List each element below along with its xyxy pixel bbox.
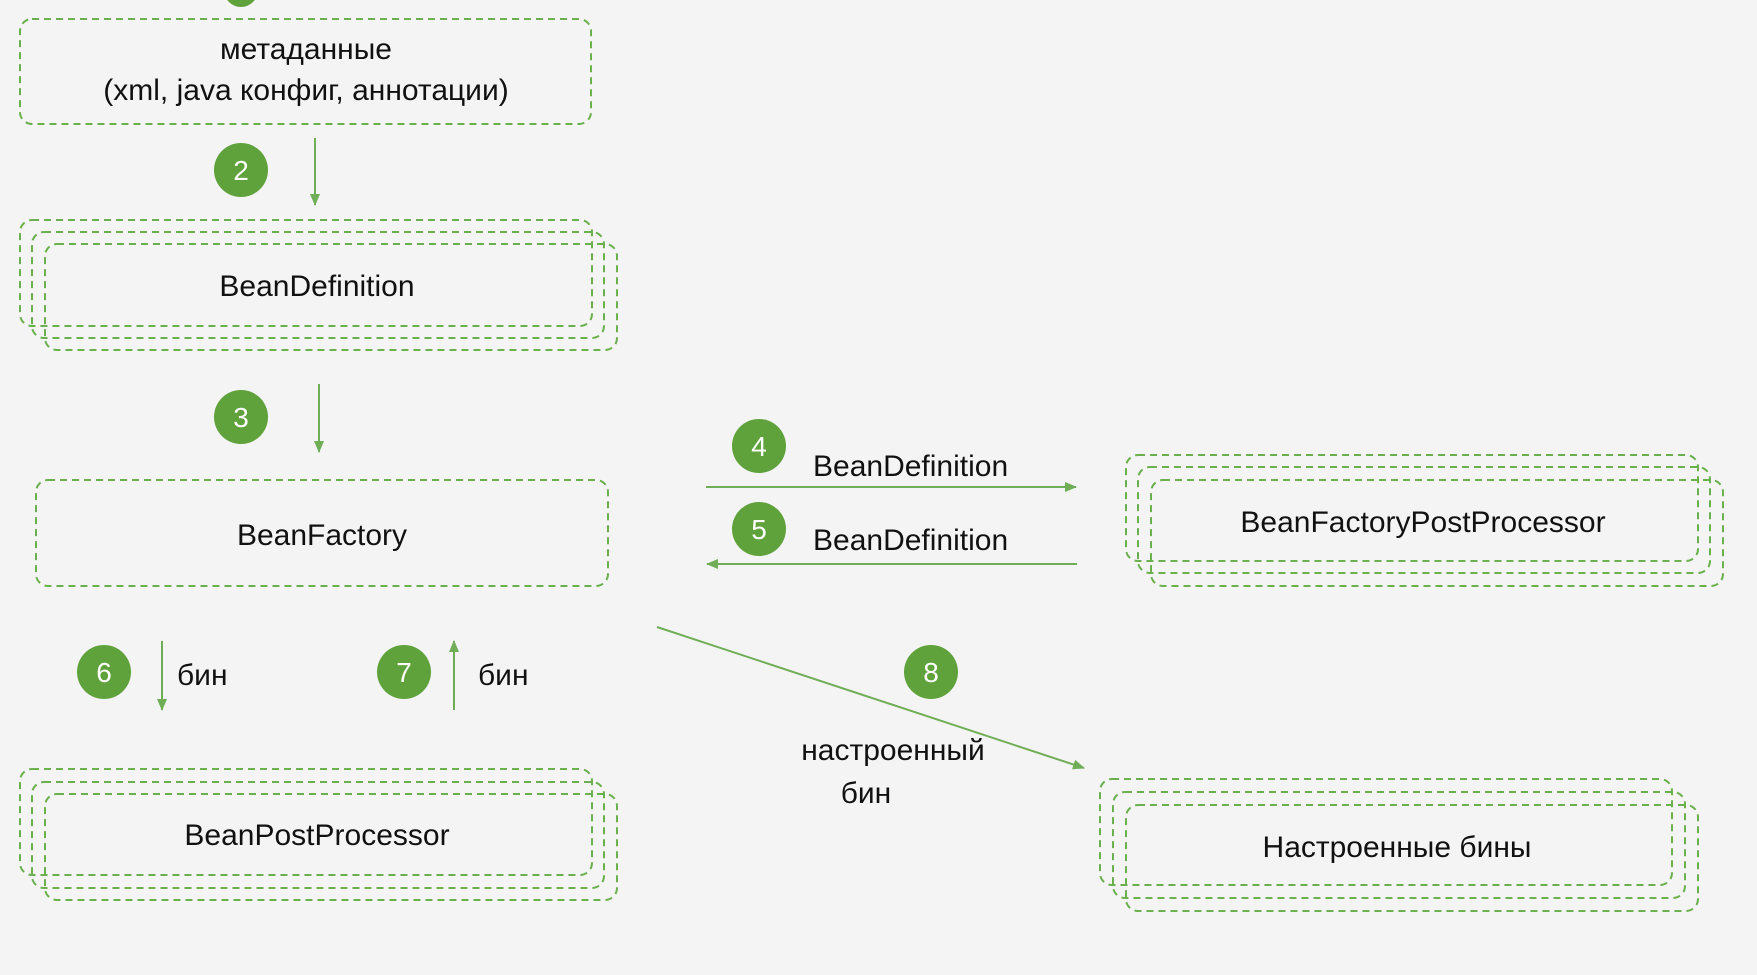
step-8: 8 настроенный бин	[656, 626, 1085, 810]
step-4-number: 4	[751, 431, 767, 462]
step-6-badge	[77, 645, 131, 699]
step-7-badge	[377, 645, 431, 699]
configured-beans-label: Настроенные бины	[1263, 831, 1532, 864]
step-7-label: бин	[478, 659, 529, 692]
step-6-label: бин	[177, 659, 228, 692]
step-8-label-line1: настроенный	[801, 734, 985, 767]
step-8-badge	[904, 645, 958, 699]
bean-post-processor-node: BeanPostProcessor	[19, 768, 618, 901]
bean-post-processor-label: BeanPostProcessor	[184, 819, 449, 852]
bean-factory-post-processor-label: BeanFactoryPostProcessor	[1240, 506, 1605, 539]
step-6: 6 бин	[77, 641, 228, 711]
step-3-badge	[214, 390, 268, 444]
step-3-number: 3	[233, 402, 249, 433]
step-2-badge	[214, 143, 268, 197]
step-5-label: BeanDefinition	[813, 524, 1008, 557]
step-1-badge	[227, 0, 255, 7]
step-5: 5 BeanDefinition	[706, 502, 1077, 569]
step-5-badge	[732, 502, 786, 556]
step-3: 3	[214, 384, 324, 453]
bean-factory-label: BeanFactory	[237, 519, 407, 552]
step-4-label: BeanDefinition	[813, 450, 1008, 483]
step-6-number: 6	[96, 657, 112, 688]
step-7: 7 бин	[377, 640, 529, 710]
metadata-label-line1: метаданные	[220, 33, 392, 66]
bean-definition-node: BeanDefinition	[19, 219, 618, 351]
metadata-node: метаданные (xml, java конфиг, аннотации)	[19, 18, 592, 125]
bean-factory-node: BeanFactory	[35, 479, 609, 587]
step-4-badge	[732, 419, 786, 473]
step-4: 4 BeanDefinition	[706, 419, 1077, 492]
bean-factory-post-processor-node: BeanFactoryPostProcessor	[1125, 454, 1724, 587]
metadata-label-line2: (xml, java конфиг, аннотации)	[103, 74, 508, 107]
step-7-number: 7	[396, 657, 412, 688]
step-8-label-line2: бин	[841, 777, 892, 810]
step-8-arrow	[656, 626, 1085, 770]
configured-beans-node: Настроенные бины	[1099, 778, 1699, 912]
step-5-number: 5	[751, 514, 767, 545]
step-2: 2	[214, 138, 320, 206]
bean-definition-label: BeanDefinition	[219, 270, 414, 303]
step-2-number: 2	[233, 155, 249, 186]
step-8-number: 8	[923, 657, 939, 688]
